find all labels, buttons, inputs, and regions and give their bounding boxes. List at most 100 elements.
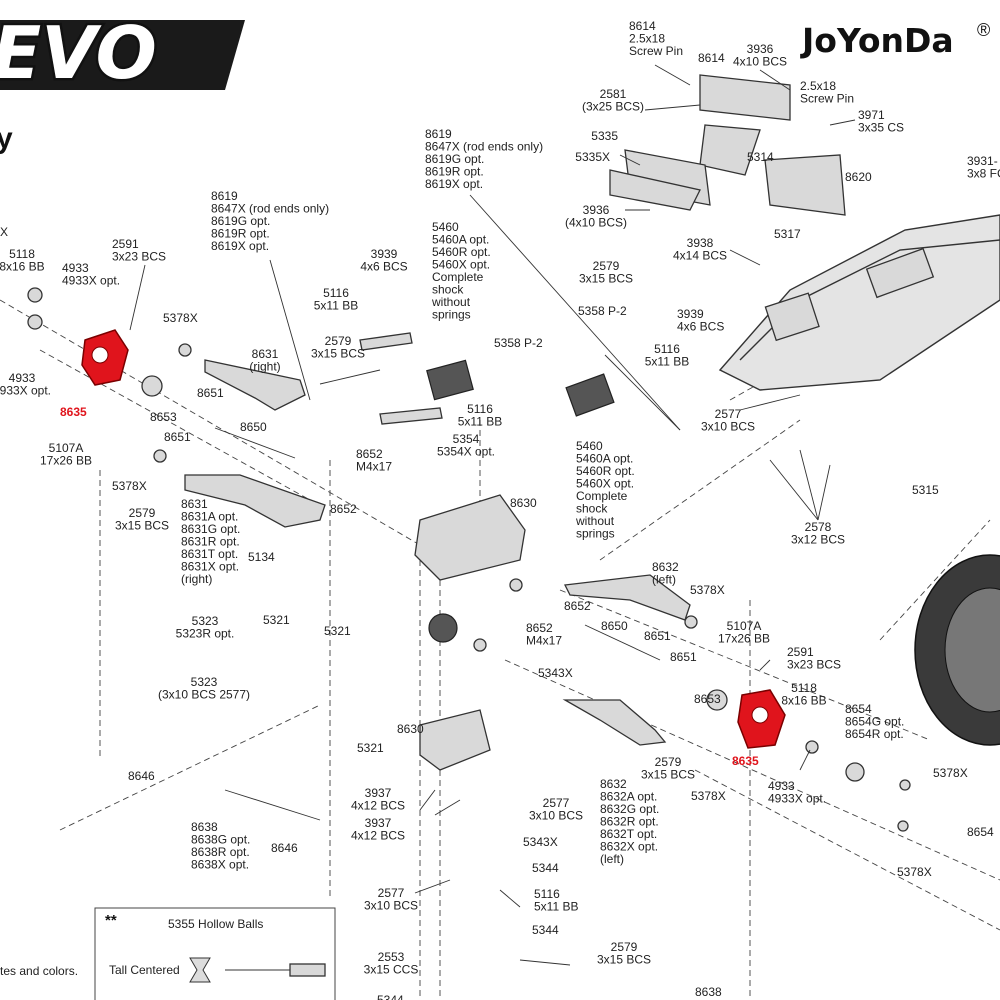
callout-line: 4933 [768, 779, 795, 793]
callout-line: 3x10 BCS [701, 420, 755, 434]
callout-line: (3x25 BCS) [582, 100, 644, 114]
callout-line: 5354X opt. [437, 445, 495, 459]
callout-line: 8632 [600, 777, 627, 791]
part-callout-5378xa: 5378X [163, 311, 198, 325]
callout-line: Screw Pin [629, 44, 683, 58]
part-callout-5315: 5315 [912, 483, 939, 497]
callout-line: 2553 [378, 950, 405, 964]
part-callout-8653b: 8653 [694, 692, 721, 706]
callout-line: 8638 [695, 985, 722, 999]
callout-line: 2578 [805, 520, 832, 534]
callout-line: 5116 [467, 402, 493, 416]
callout-line: (right) [249, 360, 280, 374]
callout-line: 5x11 BB [314, 299, 358, 313]
part-callout-8630b: 8630 [397, 722, 424, 736]
callout-line: 5358 P-2 [578, 304, 627, 318]
callout-line: 2577 [543, 796, 570, 810]
callout-line: 5378X [690, 583, 725, 597]
bearings [27, 287, 911, 832]
callout-line: 8654R opt. [845, 727, 904, 741]
part-callout-8651c: 8651 [644, 629, 671, 643]
callout-line: 8646 [128, 769, 155, 783]
callout-line: 2591 [112, 237, 139, 251]
callout-line: 8654 [845, 702, 872, 716]
part-callout-3931: 3931-3x8 FCS [967, 154, 1000, 181]
highlighted-part-8635-left [81, 329, 129, 386]
callout-line: 2.5x18 [800, 79, 836, 93]
callout-line: 5378X [112, 479, 147, 493]
part-callout-2581: 2581(3x25 BCS) [582, 87, 644, 114]
part-callout-8632left: 8632(left) [652, 560, 679, 587]
callout-line: 8652 [526, 621, 553, 635]
callout-line: 5460R opt. [576, 464, 635, 478]
hollow-balls-legend: ** 5355 Hollow Balls Tall Centered [94, 907, 336, 1000]
part-callout-8651d: 8651 [670, 650, 697, 664]
callout-line: 8654 [967, 825, 994, 839]
callout-line: 3x23 BCS [112, 250, 166, 264]
callout-line: 5118 [9, 247, 35, 261]
callout-line: (4x10 BCS) [565, 216, 627, 230]
callout-line: 5344 [532, 923, 559, 937]
callout-line: 5323 [192, 614, 219, 628]
part-callout-5343xb: 5343X [523, 835, 558, 849]
callout-line: 5378X [163, 311, 198, 325]
callout-line: Screw Pin [800, 92, 854, 106]
callout-line: 8619G opt. [211, 214, 270, 228]
callout-line: 5x11 BB [645, 355, 689, 369]
callout-line: 3x15 BCS [641, 768, 695, 782]
callout-line: 8619 [211, 189, 238, 203]
callout-line: (left) [652, 573, 676, 587]
callout-line: 8650 [240, 420, 267, 434]
callout-line: 5317 [774, 227, 801, 241]
callout-line: 5323 [191, 675, 218, 689]
callout-line: 5107A [727, 619, 762, 633]
callout-line: 4x10 BCS [733, 55, 787, 69]
callout-line: 8638R opt. [191, 845, 250, 859]
callout-line: 8630 [510, 496, 537, 510]
registered-mark: ® [977, 20, 990, 40]
part-callout-8651a: 8651 [197, 386, 224, 400]
callout-line: 2577 [378, 886, 405, 900]
callout-line: 4933X opt. [0, 384, 51, 398]
callout-line: 8614 [629, 19, 656, 33]
part-callout-3936b: 3936(4x10 BCS) [565, 203, 627, 230]
callout-line: 2579 [611, 940, 638, 954]
callout-line: 5354 [453, 432, 480, 446]
legend-item-label: Tall Centered [109, 963, 180, 977]
part-callout-8638b: 8638 [695, 985, 722, 999]
callout-line: 8647X (rod ends only) [211, 202, 329, 216]
callout-line: 8650 [601, 619, 628, 633]
part-callout-8652b: 8652 [330, 502, 357, 516]
part-callout-8614b: 8614 [698, 51, 725, 65]
shock-absorbers [214, 354, 681, 821]
callout-line: 8631X opt. [181, 560, 239, 574]
part-callout-5378xb: 5378X [112, 479, 147, 493]
part-callout-5358a: 5358 P-2 [578, 304, 627, 318]
callout-line: 2579 [655, 755, 682, 769]
callout-line: 3x15 BCS [115, 519, 169, 533]
callout-line: 3x15 BCS [597, 953, 651, 967]
callout-line: 5118 [791, 681, 817, 695]
callout-line: 2579 [129, 506, 156, 520]
part-callout-5335: 5335 [591, 129, 618, 143]
part-callout-8653a: 8653 [150, 410, 177, 424]
callout-line: 8646 [271, 841, 298, 855]
callout-line: 5116 [534, 887, 560, 901]
callout-line: 5314 [747, 150, 774, 164]
callout-line: 8630 [397, 722, 424, 736]
part-callout-5378xe: 5378X [691, 789, 726, 803]
callout-line: 3x10 BCS [529, 809, 583, 823]
